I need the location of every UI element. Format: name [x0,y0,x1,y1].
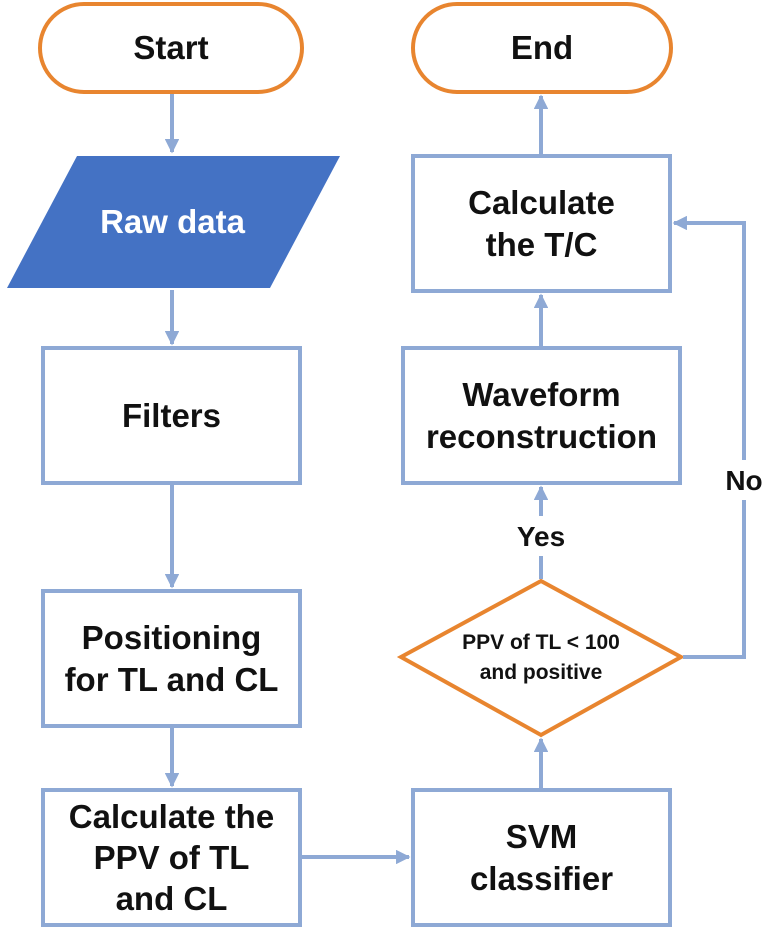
end-label: End [510,29,574,67]
positioning-label: Positioning for TL and CL [64,619,279,698]
raw-data-shape [7,156,340,288]
end-terminal [411,2,673,94]
arrow-decision-no-to-calc-tc [672,215,746,659]
yes-edge-label: Yes [516,520,566,552]
svm-label: SVM classifier [469,818,614,897]
raw-data-label: Raw data [100,203,245,241]
waveform-label: Waveform reconstruction [425,376,658,455]
decision-label: PPV of TL < 100 and positive [462,630,620,684]
calc-tc-box [411,154,672,293]
calc-ppv-label: Calculate the PPV of TL and CL [68,797,275,918]
calc-tc-label: Calculate the T/C [468,184,615,263]
decision-diamond [396,578,686,738]
waveform-box [401,346,682,485]
filters-box [41,346,302,485]
svm-box [411,788,672,927]
start-terminal [38,2,304,94]
start-label: Start [133,29,209,67]
positioning-box [41,589,302,728]
calc-ppv-box [41,788,302,927]
filters-label: Filters [121,396,222,434]
no-edge-label: No [725,464,763,496]
